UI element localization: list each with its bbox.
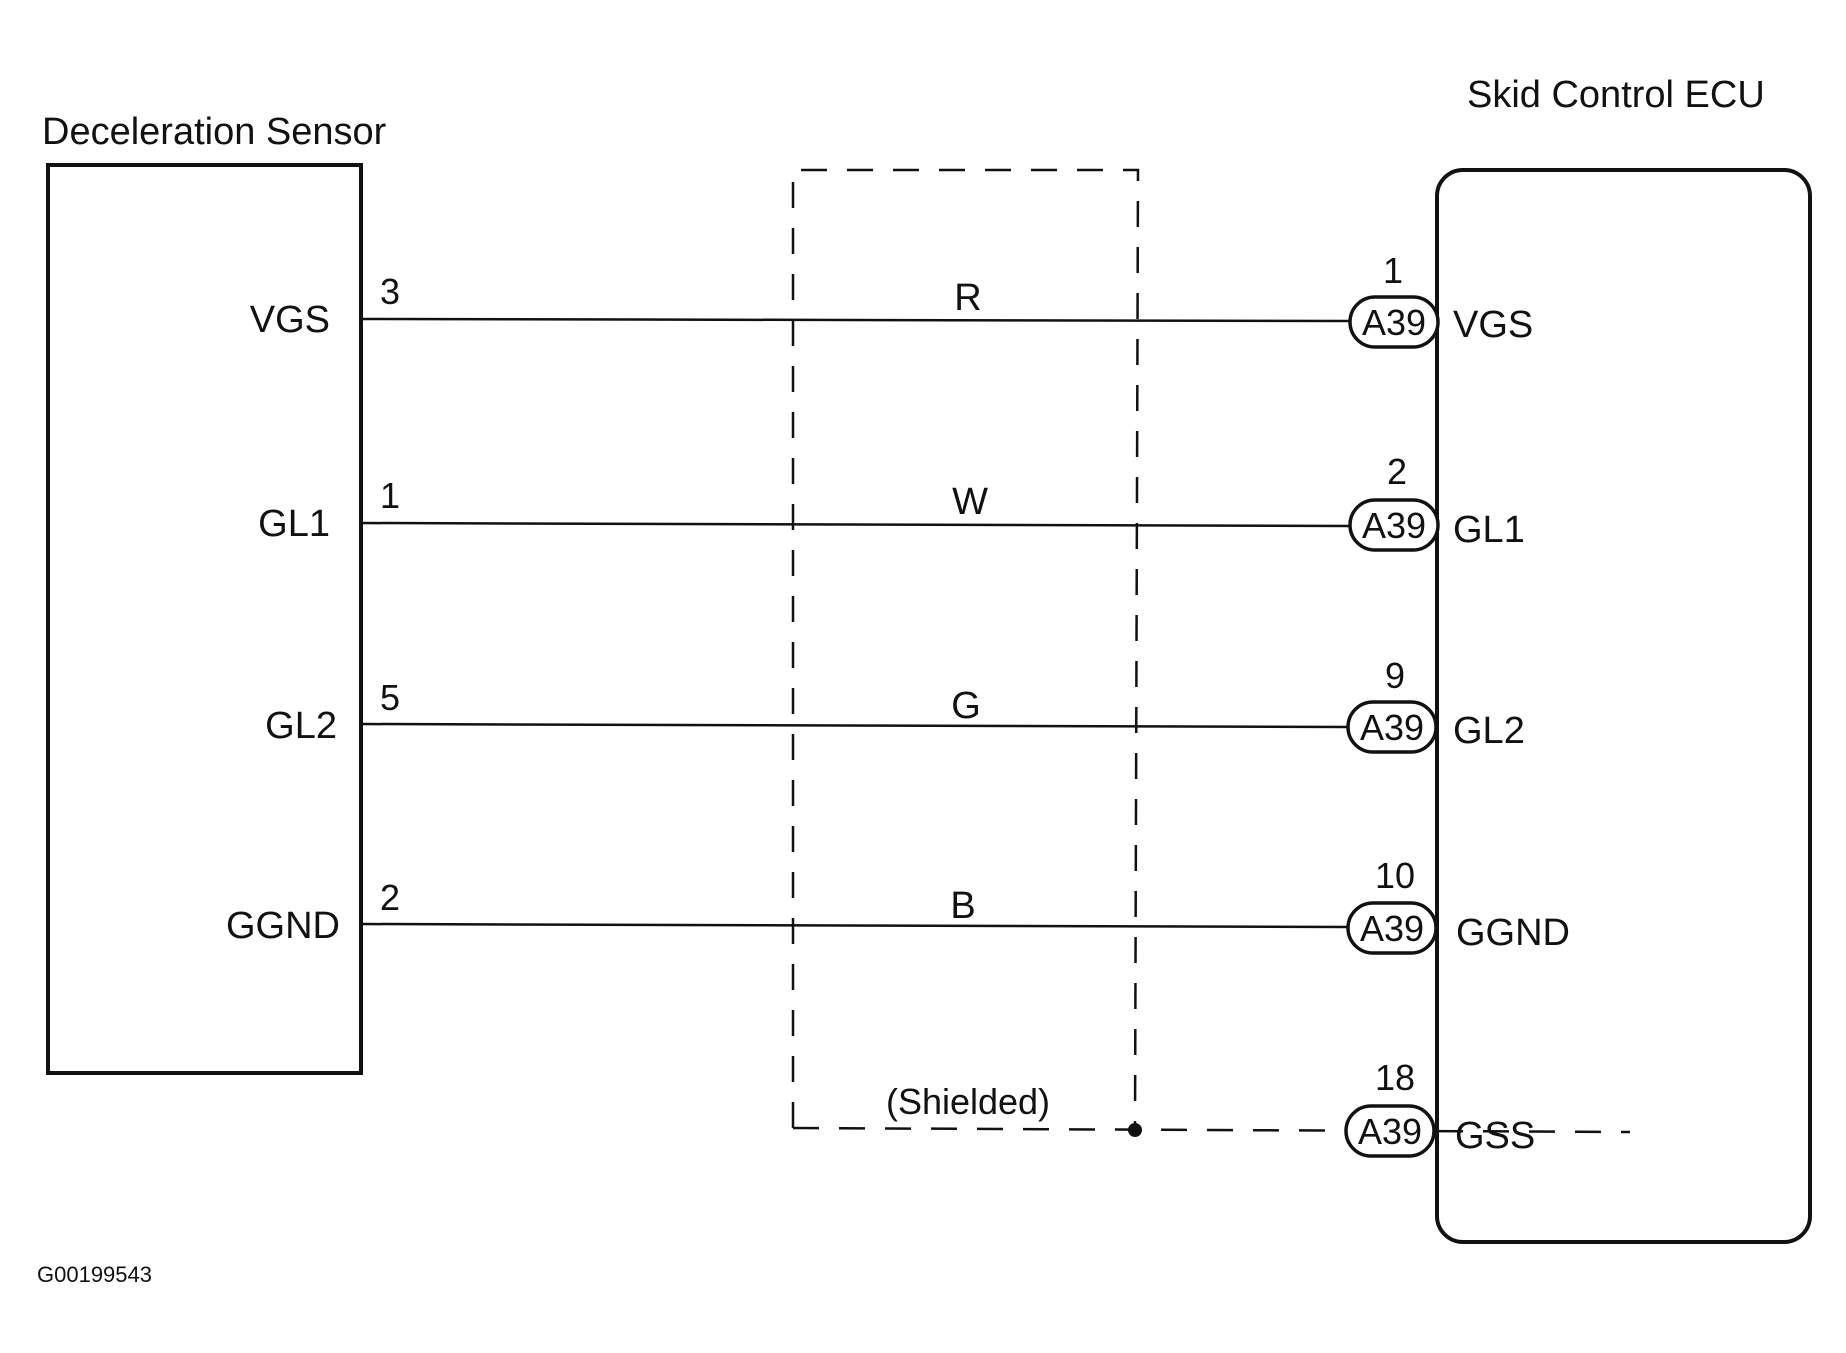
connector-a39 [1348,295,1440,349]
connector-label: A39 [1360,707,1424,748]
shield-outline [791,168,1140,1129]
shield-junction-dot [1128,1123,1142,1137]
wire-color-code: R [954,277,981,319]
wire-color-code: W [952,481,988,523]
sensor-pin-label: GL2 [265,705,337,747]
ecu-pin-label: GSS [1455,1115,1535,1157]
sensor-pin-number: 1 [380,475,400,516]
sensor-pin-number: 5 [380,677,400,718]
sensor-pin-number: 3 [380,271,400,312]
deceleration-sensor: Deceleration Sensor VGS 3 GL1 1 GL2 5 GG… [42,111,400,1075]
sensor-box [46,163,363,1075]
wire-color-code: B [950,885,975,927]
ecu-pin-label: GL1 [1453,509,1525,551]
ecu-pin-label: VGS [1453,304,1533,346]
wire-gl1 [360,521,1351,528]
ecu-pin-number: 2 [1387,451,1407,492]
wire-color-code: G [951,685,981,727]
ecu-pin-number: 10 [1375,855,1415,896]
ecu-pin-label: GGND [1456,912,1570,954]
ecu-title: Skid Control ECU [1467,74,1765,116]
sensor-pin-label: VGS [250,299,330,341]
sensor-pin-number: 2 [380,877,400,918]
wires: R W G B [360,277,1351,929]
wire-gl2 [360,722,1349,729]
connector-label: A39 [1360,908,1424,949]
connector-a39 [1348,498,1440,552]
connector-label: A39 [1358,1111,1422,1152]
connector-a39 [1346,700,1438,754]
sensor-pin-label: GGND [226,905,340,947]
ecu-pin-label: GL2 [1453,710,1525,752]
sensor-title: Deceleration Sensor [42,111,387,153]
ecu-pin-number: 9 [1385,655,1405,696]
skid-control-ecu: Skid Control ECU 1 A39 VGS 2 A39 GL1 9 A… [1344,74,1812,1244]
connector-label: A39 [1362,505,1426,546]
ecu-pin-number: 18 [1375,1057,1415,1098]
ecu-pin-number: 1 [1383,250,1403,291]
shield-drain-wire [792,1126,1631,1134]
figure-id: G00199543 [37,1262,152,1287]
ecu-box [1435,168,1812,1244]
connector-a39 [1346,901,1438,955]
sensor-pin-label: GL1 [258,503,330,545]
wire-ggnd [360,922,1349,929]
shield-label: (Shielded) [886,1081,1050,1122]
connector-a39 [1344,1104,1436,1158]
shield-enclosure: (Shielded) [791,168,1631,1137]
wire-vgs [360,317,1351,323]
connector-label: A39 [1362,302,1426,343]
